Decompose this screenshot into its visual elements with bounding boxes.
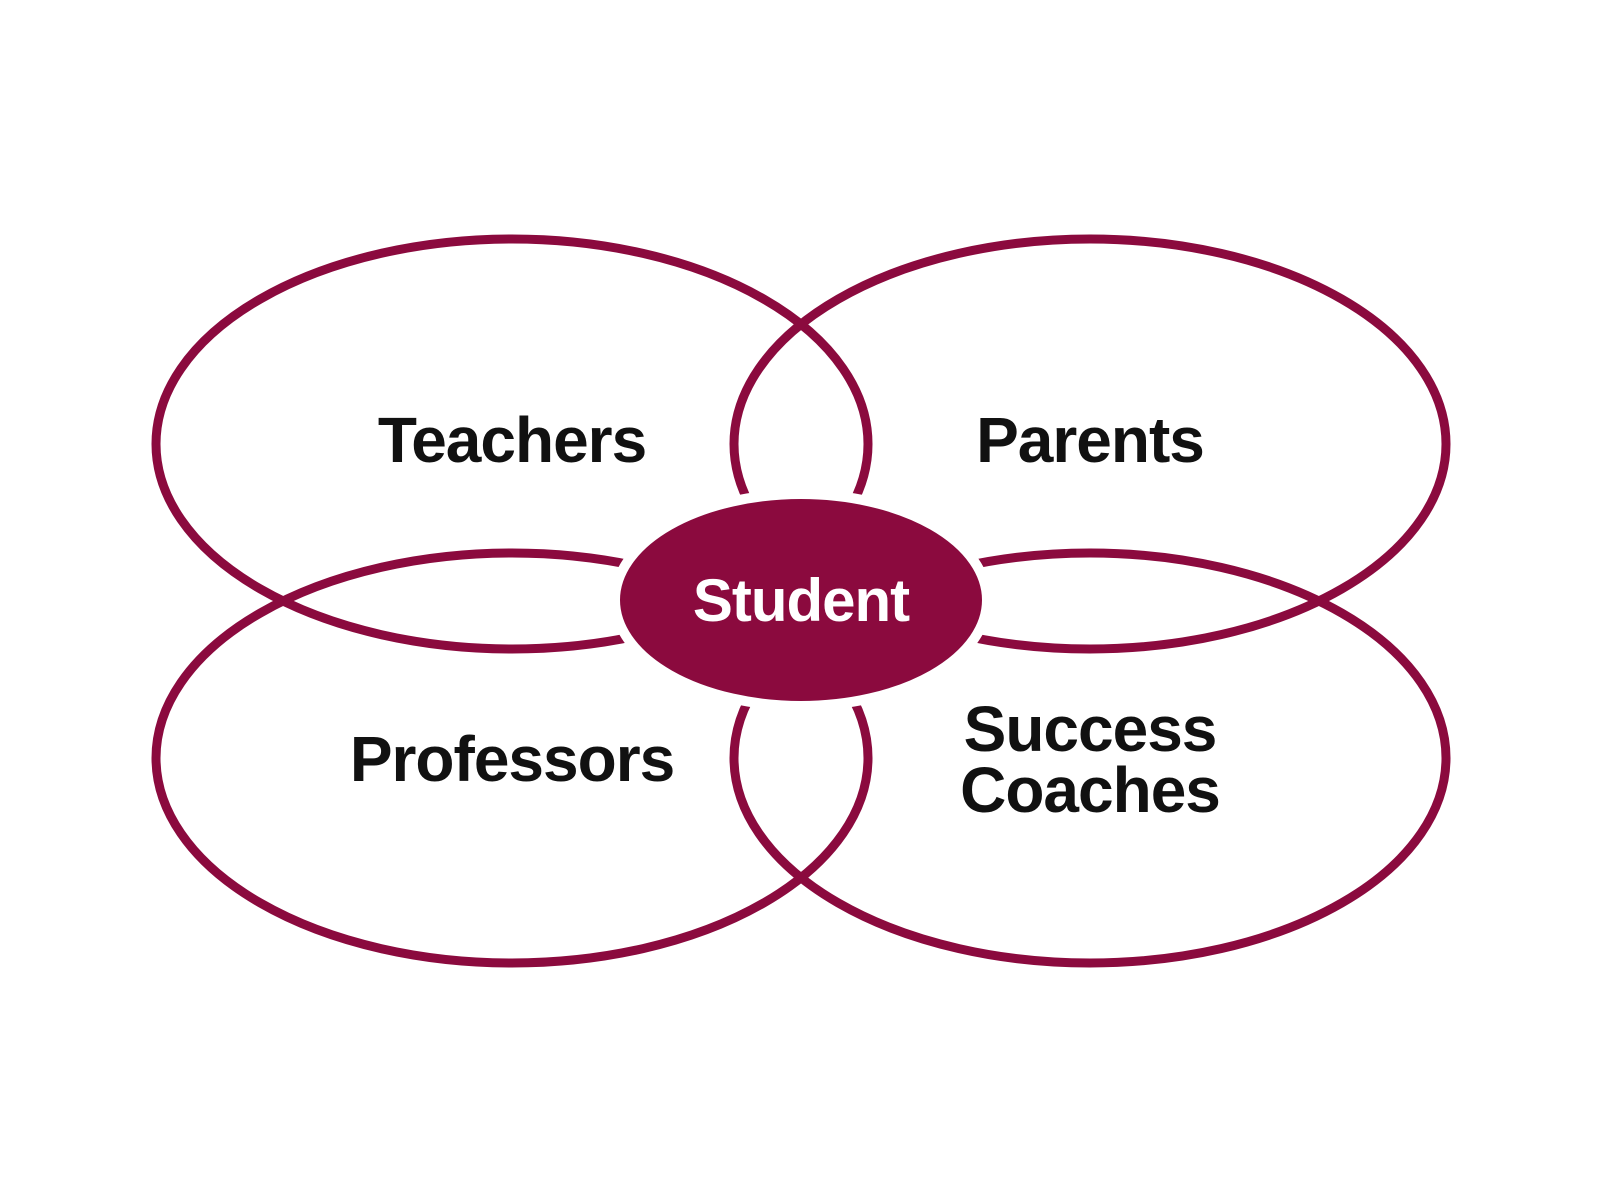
success-coaches-ellipse [729,548,1451,968]
professors-ellipse [151,548,873,968]
professors-label: Professors [350,723,674,795]
student-label: Student [693,567,910,634]
student-center-ellipse [610,489,992,711]
parents-label: Parents [976,404,1204,476]
teachers-ellipse [151,234,873,654]
teachers-label: Teachers [378,404,646,476]
success-coaches-label-line2: Coaches [960,754,1220,826]
success-coaches-label-line1: Success [964,693,1217,765]
parents-ellipse [729,234,1451,654]
